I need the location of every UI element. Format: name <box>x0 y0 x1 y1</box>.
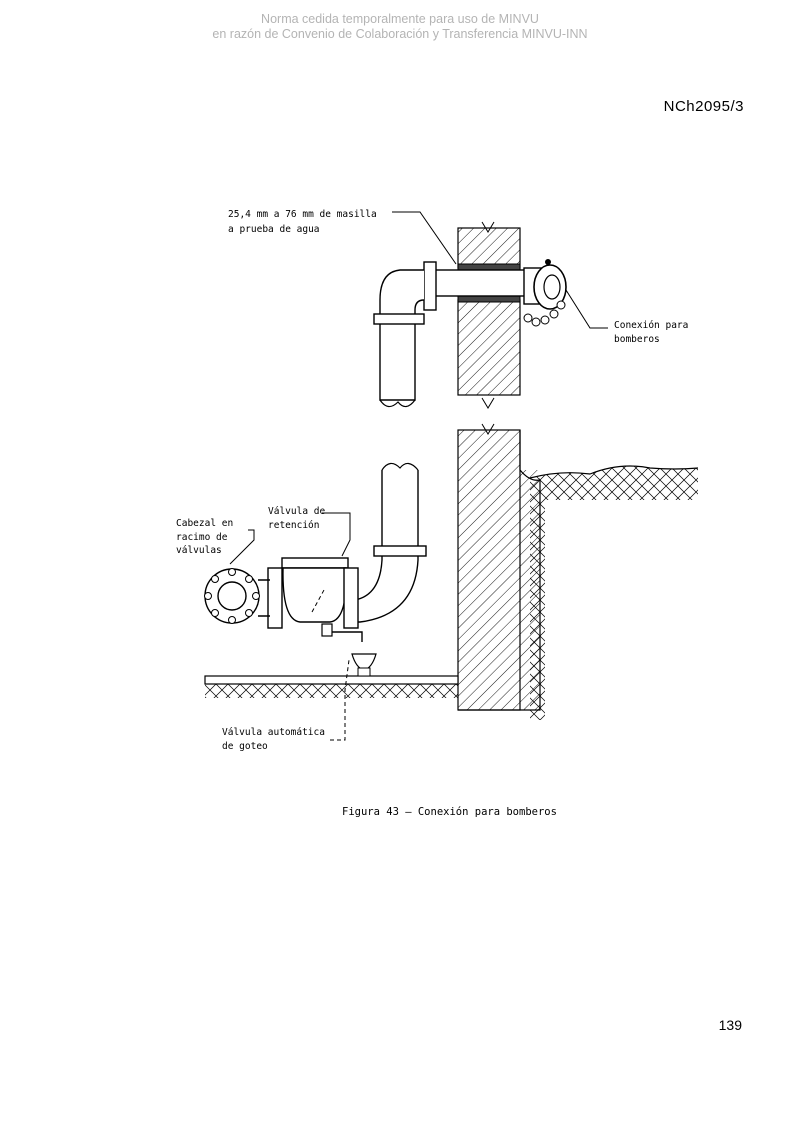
upper-pipe-assembly <box>373 261 526 408</box>
leader-lines <box>229 211 608 741</box>
watermark-line-2: en razón de Convenio de Colaboración y T… <box>212 27 588 41</box>
document-code: NCh2095/3 <box>663 98 744 115</box>
page-number: 139 <box>718 1017 742 1033</box>
figure-caption: Figura 43 – Conexión para bomberos <box>342 806 557 818</box>
ground-soil <box>204 465 699 720</box>
watermark: Norma cedida temporalmente para uso de M… <box>0 12 800 42</box>
label-gasket-line-2: a prueba de agua <box>228 224 320 235</box>
label-connection-line-2: bomberos <box>614 334 660 345</box>
label-valve-header-line-3: válvulas <box>176 545 222 556</box>
label-gasket-line-1: 25,4 mm a 76 mm de masilla <box>228 209 377 220</box>
watermark-line-1: Norma cedida temporalmente para uso de M… <box>261 12 539 26</box>
fire-connection-siamese <box>523 259 567 327</box>
lower-pipe-assembly <box>204 462 427 677</box>
label-valve-header-line-1: Cabezal en <box>176 518 233 529</box>
lower-wall <box>457 423 541 711</box>
upper-wall <box>457 221 521 409</box>
label-connection-line-1: Conexión para <box>614 320 688 331</box>
label-drip-valve-line-2: de goteo <box>222 741 268 752</box>
label-drip-valve-line-1: Válvula automática <box>222 727 325 738</box>
label-check-valve-line-1: Válvula de <box>268 506 325 517</box>
label-check-valve-line-2: retención <box>268 520 319 531</box>
label-valve-header-line-2: racimo de <box>176 532 228 543</box>
